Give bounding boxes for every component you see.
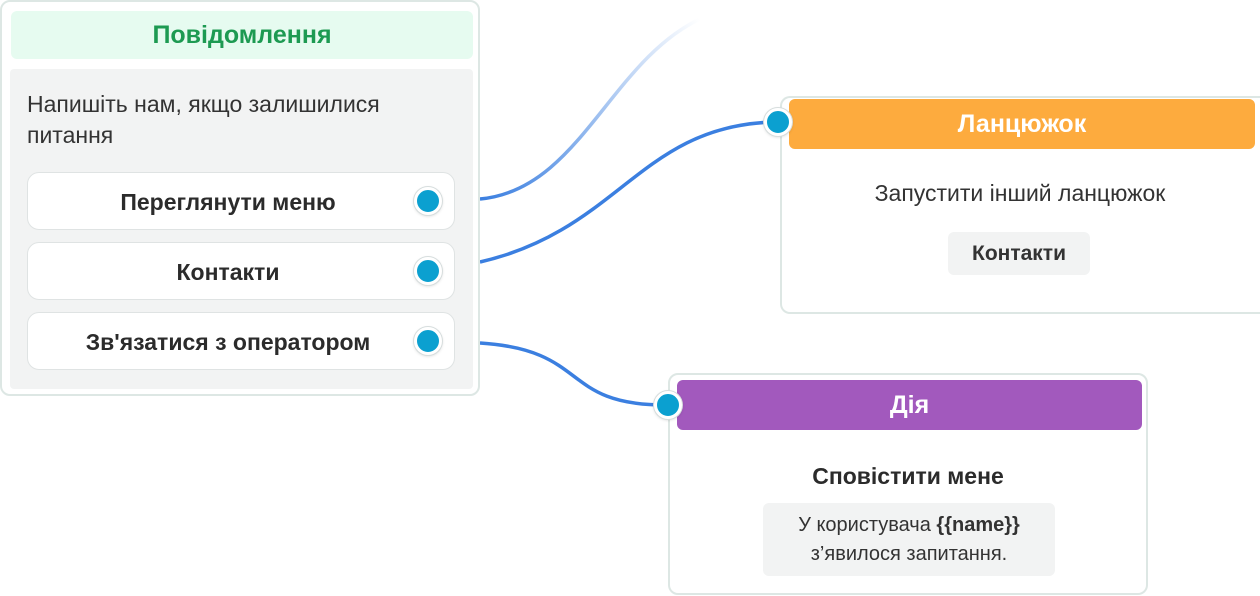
connector-menu-dangling [479, 16, 703, 201]
action-node-title: Сповістити мене [812, 463, 1004, 489]
message-node[interactable]: Повідомлення Напишіть нам, якщо залишили… [0, 0, 480, 396]
operator-button-port[interactable] [414, 327, 442, 355]
message-node-header: Повідомлення [11, 11, 473, 59]
chain-node-header: Ланцюжок [789, 99, 1255, 149]
menu-button-port[interactable] [414, 187, 442, 215]
action-node[interactable]: Дія Сповістити мене У користувача {{name… [654, 373, 1148, 595]
chain-node-input-port[interactable] [764, 108, 792, 136]
contacts-button[interactable]: Контакти [27, 242, 455, 300]
connector-operator-to-action [479, 341, 666, 407]
contacts-button-port[interactable] [414, 257, 442, 285]
notification-line-2: з’явилося запитання. [810, 542, 1008, 565]
notification-message: У користувача {{name}} з’явилося запитан… [763, 503, 1055, 576]
action-node-header: Дія [677, 380, 1142, 430]
chain-node[interactable]: Ланцюжок Запустити інший ланцюжок Контак… [764, 96, 1260, 314]
chain-target-chip: Контакти [948, 232, 1090, 275]
menu-button-label: Переглянути меню [120, 188, 336, 215]
message-text: Напишіть нам, якщо залишилися питання [27, 91, 380, 148]
menu-button[interactable]: Переглянути меню [27, 172, 455, 230]
operator-button[interactable]: Зв'язатися з оператором [27, 312, 455, 370]
action-node-input-port[interactable] [654, 391, 682, 419]
notification-variable: {{name}} [936, 513, 1020, 536]
notification-line-1: У користувача {{name}} [798, 511, 1020, 540]
operator-button-label: Зв'язатися з оператором [85, 328, 371, 355]
notification-prefix: У користувача [798, 513, 931, 536]
message-node-body: Напишіть нам, якщо залишилися питання Пе… [10, 69, 473, 389]
contacts-button-label: Контакти [176, 258, 280, 285]
chain-node-text: Запустити інший ланцюжок [874, 180, 1166, 206]
connector-contacts-to-chain [479, 120, 776, 264]
